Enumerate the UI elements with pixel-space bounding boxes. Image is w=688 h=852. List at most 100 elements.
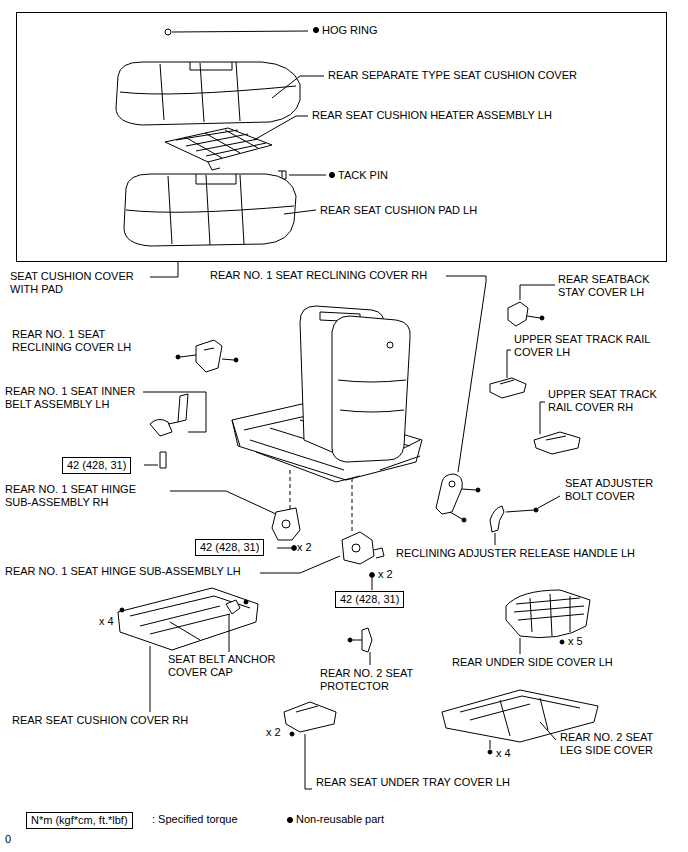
part-name: REAR SEAT CUSHION COVER RH bbox=[12, 714, 188, 727]
bracket-line bbox=[150, 262, 178, 277]
part-name: 0 bbox=[5, 833, 11, 846]
quantity-label: x 2 bbox=[297, 541, 312, 554]
part-name: REAR UNDER SIDE COVER LH bbox=[452, 656, 613, 669]
part-name: TACK PIN bbox=[338, 169, 388, 182]
legend-bullet-part bbox=[287, 817, 292, 822]
part-name: REAR NO. 2 SEAT LEG SIDE COVER bbox=[560, 731, 670, 757]
unit-text: N*m (kgf*cm, ft.*lbf) bbox=[31, 814, 128, 826]
leg-side-cover-part bbox=[460, 696, 580, 736]
inner-belt-assembly-part bbox=[168, 422, 178, 424]
seat-hinge-lh-part bbox=[370, 573, 375, 578]
rail-cover-rh-part bbox=[540, 402, 541, 434]
seat-assembly-part bbox=[232, 420, 420, 448]
seat-assembly-part bbox=[332, 316, 410, 462]
seat-cushion-pad-part bbox=[126, 206, 294, 212]
reclining-cover-rh-part bbox=[446, 276, 486, 472]
seat-assembly bbox=[232, 306, 422, 532]
hog-ring-part bbox=[313, 27, 318, 32]
seat-cushion-cover-rh-part bbox=[229, 614, 230, 652]
reclining-cover-lh-part bbox=[222, 359, 234, 360]
release-handle bbox=[490, 496, 560, 545]
tack-pin-part bbox=[289, 175, 326, 176]
seat-hinge-rh-part bbox=[282, 520, 290, 528]
inner-belt-assembly-part bbox=[150, 419, 172, 436]
rail-cover-rh-part bbox=[534, 432, 580, 454]
seat-cushion-cover-rh bbox=[118, 588, 258, 712]
torque-value: 42 (428, 31) bbox=[200, 541, 259, 553]
seat-cushion-cover-part bbox=[272, 76, 324, 98]
seat-assembly-part bbox=[338, 380, 406, 412]
reclining-cover-lh-part bbox=[234, 358, 238, 362]
inner-belt-assembly-part bbox=[160, 452, 166, 468]
rail-cover-lh-part bbox=[507, 350, 511, 351]
reclining-cover-lh-part bbox=[196, 340, 222, 372]
seat-cushion-cover-rh-part bbox=[130, 596, 250, 640]
inner-belt-assembly-part bbox=[143, 392, 206, 432]
part-name: SEAT CUSHION COVER WITH PAD bbox=[10, 270, 145, 296]
part-name: HOG RING bbox=[322, 24, 378, 37]
seat-protector-part bbox=[362, 628, 372, 652]
part-name: REAR SEAT CUSHION HEATER ASSEMBLY LH bbox=[312, 109, 552, 122]
leg-side-cover-part bbox=[540, 722, 556, 740]
seat-protector-part bbox=[348, 638, 352, 642]
quantity-label: x 2 bbox=[378, 568, 393, 581]
part-name: REAR SEAT CUSHION PAD LH bbox=[320, 204, 477, 217]
under-tray-cover-part bbox=[305, 734, 312, 789]
cushion-group-frame: HOG RINGREAR SEPARATE TYPE SEAT CUSHION … bbox=[16, 12, 667, 262]
seat-cushion-heater-part bbox=[254, 116, 308, 140]
under-tray-cover-part bbox=[284, 702, 336, 732]
seat-hinge-rh-part bbox=[170, 491, 276, 514]
seat-hinge-lh bbox=[260, 532, 384, 590]
seat-assembly-part bbox=[290, 470, 352, 532]
rail-cover-rh-part bbox=[540, 402, 545, 403]
seat-cushion-pad-part bbox=[196, 174, 236, 184]
seatback-stay-cover-part bbox=[527, 316, 540, 318]
bracket-line-part bbox=[150, 262, 178, 277]
leg-side-cover-part bbox=[488, 750, 492, 754]
seat-hinge-lh-part bbox=[260, 556, 340, 573]
under-tray-cover-part bbox=[290, 732, 294, 736]
reclining-cover-lh bbox=[176, 340, 238, 372]
part-name: UPPER SEAT TRACK RAIL COVER RH bbox=[548, 388, 673, 414]
torque-value: 42 (428, 31) bbox=[67, 459, 126, 471]
part-name: REAR NO. 1 SEAT RECLINING COVER RH bbox=[210, 269, 427, 282]
legend-text: Non-reusable part bbox=[296, 813, 384, 826]
under-side-cover-part bbox=[520, 638, 521, 654]
release-handle-part bbox=[534, 508, 538, 512]
seat-cushion-cover-rh-part bbox=[226, 600, 240, 614]
legend-torque-box: N*m (kgf*cm, ft.*lbf) bbox=[26, 812, 133, 829]
seat-cushion-pad-part bbox=[168, 175, 244, 245]
seat-cushion-heater-part bbox=[165, 128, 272, 162]
hog-ring-part bbox=[165, 29, 171, 35]
rail-cover-rh-part bbox=[546, 436, 566, 440]
seat-cushion-cover-rh-part bbox=[118, 588, 258, 650]
release-handle-part bbox=[495, 533, 496, 545]
inner-belt-assembly-part bbox=[178, 394, 188, 422]
reclining-cover-lh-part bbox=[180, 355, 196, 357]
seatback-stay-cover bbox=[508, 285, 555, 326]
quantity-label: x 4 bbox=[99, 615, 114, 628]
reclining-cover-lh-part bbox=[176, 355, 180, 359]
rail-cover-lh-part bbox=[490, 378, 526, 398]
seat-cushion-cover-part bbox=[160, 62, 240, 122]
torque-box: 42 (428, 31) bbox=[62, 457, 131, 474]
under-tray-cover-part bbox=[296, 706, 318, 712]
under-side-cover-part bbox=[514, 594, 584, 636]
seatback-stay-cover-part bbox=[520, 285, 555, 300]
seat-cushion-heater-part bbox=[208, 162, 220, 170]
under-side-cover bbox=[506, 590, 590, 654]
reclining-cover-rh-part bbox=[449, 481, 455, 487]
seat-protector-part bbox=[352, 640, 362, 641]
legend-text: : Specified torque bbox=[152, 813, 238, 826]
seat-assembly-part bbox=[387, 342, 393, 348]
reclining-cover-rh-part bbox=[450, 512, 462, 519]
release-handle-part bbox=[538, 496, 560, 508]
legend-bullet bbox=[287, 817, 292, 822]
seat-cushion-heater-part bbox=[185, 130, 258, 158]
inner-belt-assembly bbox=[143, 392, 206, 468]
hog-ring-part bbox=[172, 31, 308, 32]
seat-hinge-lh-part bbox=[372, 578, 373, 590]
reclining-cover-rh bbox=[436, 276, 486, 522]
leg-side-cover-part bbox=[490, 740, 491, 749]
seat-cushion-pad-part bbox=[124, 174, 296, 246]
